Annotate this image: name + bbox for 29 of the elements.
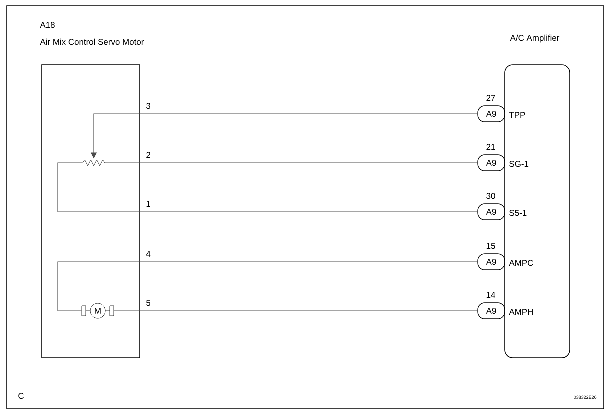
terminal-name: S5-1 — [510, 210, 527, 216]
connector-terminal: A9 — [478, 204, 506, 220]
pin-number: 14 — [486, 292, 496, 298]
connector-terminal: A9 — [478, 302, 506, 320]
terminal-name: SG-1 — [510, 161, 529, 168]
terminal-name: AMPH — [509, 309, 533, 315]
pin-number: 21 — [486, 144, 496, 150]
wire — [114, 310, 478, 312]
pin-number: 30 — [486, 193, 496, 200]
terminal-name: AMPC — [509, 260, 534, 266]
connector-terminal: A9 — [478, 254, 506, 270]
connector-terminal: A9 — [478, 106, 506, 122]
node-label: Air Mix Control Servo Motor — [40, 38, 144, 46]
node-label: A18 — [40, 22, 55, 28]
connector-terminal: A9 — [478, 154, 506, 172]
pin-number: 27 — [486, 95, 496, 101]
pin-number: 3 — [146, 103, 151, 110]
wire — [104, 162, 478, 164]
potentiometer-symbol — [82, 160, 106, 166]
terminal-name: TPP — [509, 112, 526, 118]
wire — [58, 262, 478, 312]
pin-number: 4 — [146, 251, 151, 257]
node-label: A/C Amplifier — [510, 34, 560, 43]
pin-number: 5 — [146, 300, 151, 306]
pin-number: 15 — [486, 243, 496, 250]
pin-number: 2 — [146, 152, 150, 158]
view-letter: C — [18, 393, 24, 400]
wire — [58, 162, 478, 212]
pin-number: 1 — [146, 201, 150, 207]
